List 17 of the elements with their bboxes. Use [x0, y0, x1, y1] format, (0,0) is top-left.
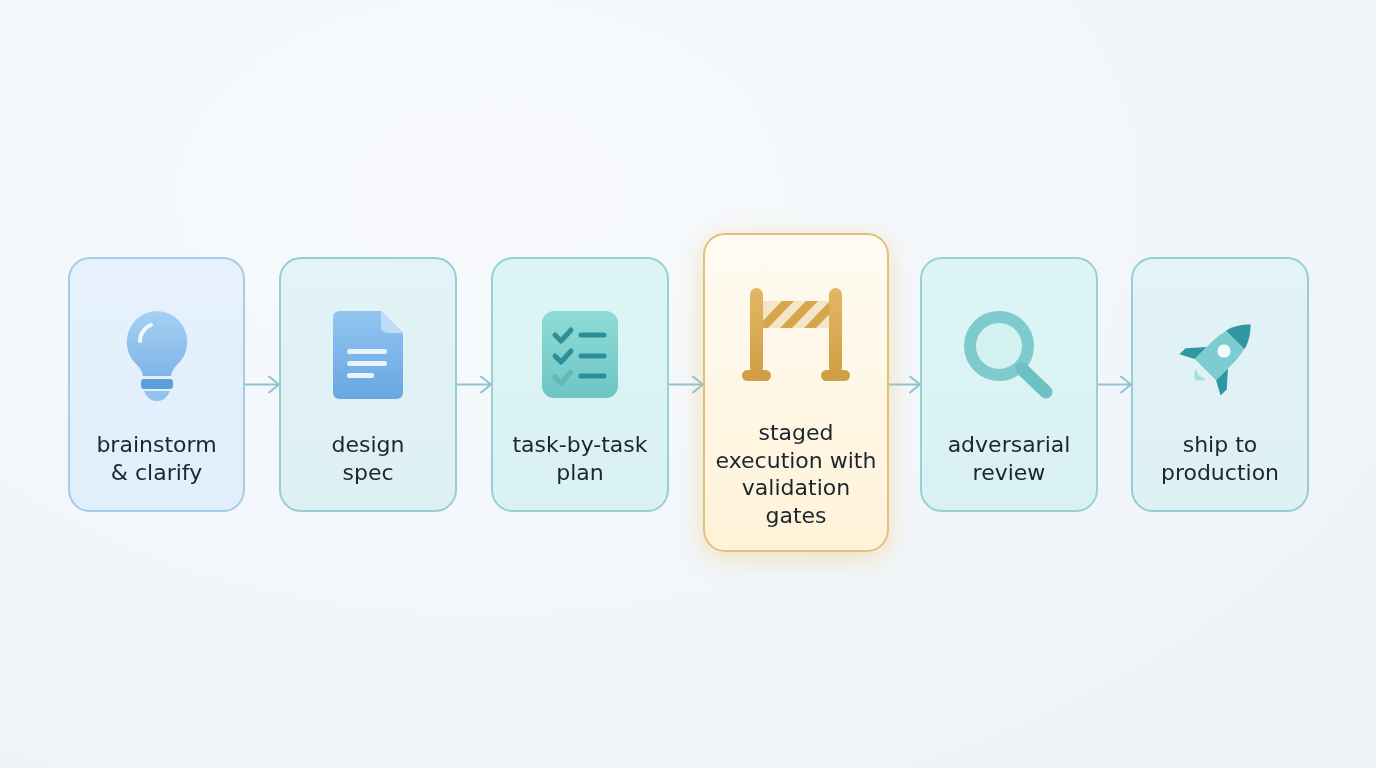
step-label: ship to production — [1159, 431, 1281, 486]
arrow — [668, 375, 704, 394]
process-box — [1131, 257, 1309, 512]
arrow — [456, 375, 492, 394]
step-label: staged execution with validation gates — [714, 419, 878, 529]
process-box — [920, 257, 1098, 512]
step-label: adversarial review — [946, 431, 1072, 486]
process-box — [703, 233, 889, 552]
step-label: design spec — [330, 431, 406, 486]
process-box — [491, 257, 669, 512]
arrow — [244, 375, 280, 394]
step-label: brainstorm & clarify — [95, 431, 218, 486]
process-box — [68, 257, 245, 512]
arrow — [1097, 375, 1132, 394]
step-label: task-by-task plan — [511, 431, 649, 486]
process-box — [279, 257, 457, 512]
arrow — [888, 375, 921, 394]
